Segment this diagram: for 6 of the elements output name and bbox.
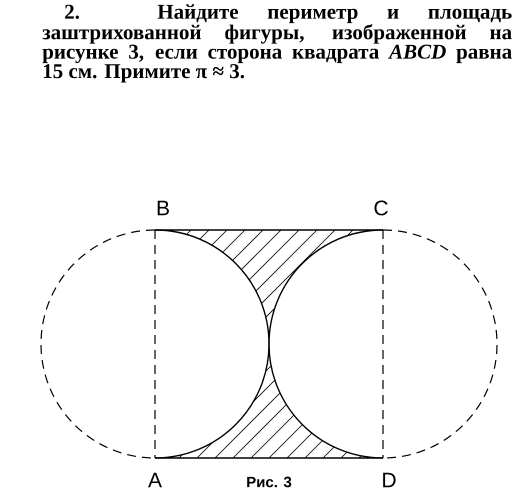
point-label: C [374,200,388,216]
point-label: B [158,200,169,216]
caption: Рис. 3 [247,476,292,488]
point-label: A [148,472,162,488]
problem-text: 2. Найдите периметр и площадь заштрихованной фигуры, изображенной на рисунке 3, если сторона квадрата ABCD равна 15 см. Примите π ≈ 3. [42,4,512,82]
point-label: D [383,472,396,488]
